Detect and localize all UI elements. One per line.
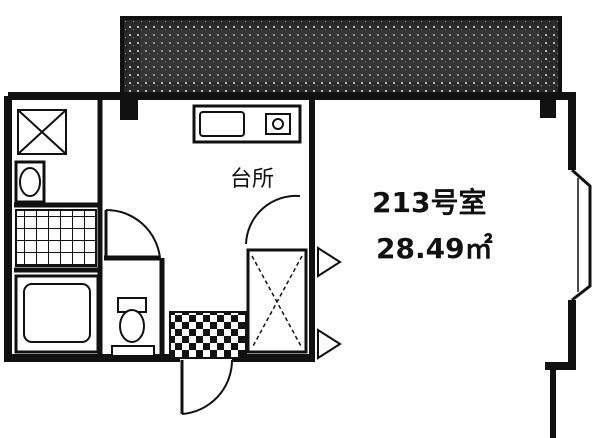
- entrance-floor: [169, 311, 247, 359]
- column: [120, 96, 138, 120]
- column: [540, 96, 556, 118]
- closet: [246, 248, 308, 354]
- toilet-door-swing: [105, 208, 161, 259]
- wash-basin: [14, 160, 46, 204]
- toilet: [111, 297, 155, 357]
- kitchen-door-swing: [245, 194, 301, 245]
- washer-space: [17, 109, 67, 155]
- entrance-door: [180, 359, 234, 415]
- kitchen-counter: [192, 104, 302, 144]
- kitchen-label: 台所: [230, 167, 274, 192]
- bathroom-floor: [15, 209, 97, 267]
- door-marker: [317, 246, 342, 278]
- room-number-label: 213号室: [372, 186, 486, 219]
- room-area-label: 28.49㎡: [376, 232, 493, 265]
- window: [571, 168, 592, 302]
- bathtub: [14, 274, 100, 354]
- door-marker: [317, 328, 342, 360]
- wet-area-walls: [14, 96, 165, 358]
- balcony: [120, 16, 562, 96]
